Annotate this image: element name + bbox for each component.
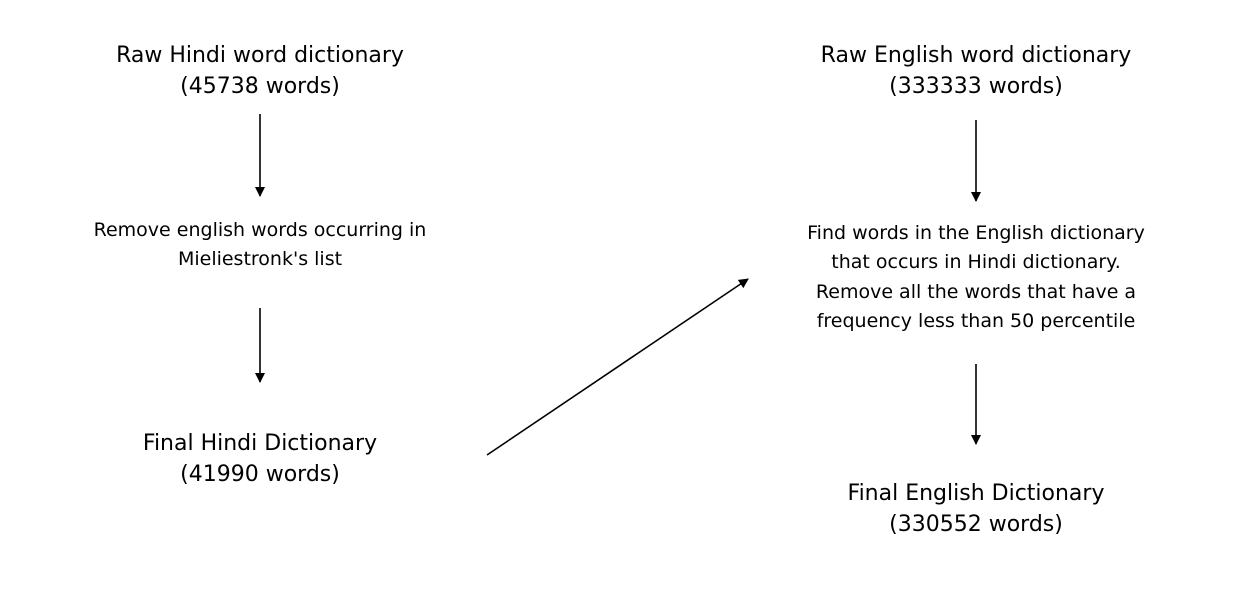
- node-title: Raw Hindi word dictionary: [116, 43, 404, 68]
- node-text-line: that occurs in Hindi dictionary.: [831, 251, 1121, 274]
- node-text-line: frequency less than 50 percentile: [816, 310, 1136, 333]
- node-text-line: Mieliestronk's list: [177, 248, 343, 271]
- node-word-count: (45738 words): [180, 74, 340, 100]
- node-title: Raw English word dictionary: [820, 43, 1132, 68]
- node-find-common-words: Find words in the English dictionary tha…: [736, 219, 1216, 337]
- node-title: Final English Dictionary: [847, 481, 1105, 506]
- node-final-hindi-dictionary: Final Hindi Dictionary (41990 words): [60, 428, 460, 490]
- node-text-line: Remove all the words that have a: [815, 280, 1137, 303]
- node-word-count: (333333 words): [889, 74, 1063, 100]
- node-text-line: Find words in the English dictionary: [807, 222, 1145, 244]
- node-title: Final Hindi Dictionary: [142, 431, 378, 456]
- node-raw-english-dictionary: Raw English word dictionary (333333 word…: [776, 40, 1176, 102]
- node-raw-hindi-dictionary: Raw Hindi word dictionary (45738 words): [60, 40, 460, 102]
- node-word-count: (41990 words): [180, 462, 340, 488]
- node-text-line: Remove english words occurring in: [93, 219, 427, 241]
- node-word-count: (330552 words): [889, 512, 1063, 538]
- node-final-english-dictionary: Final English Dictionary (330552 words): [766, 478, 1186, 540]
- arrow-final-hindi-to-find-words: [486, 278, 749, 456]
- node-remove-english-words: Remove english words occurring in Mielie…: [30, 216, 490, 275]
